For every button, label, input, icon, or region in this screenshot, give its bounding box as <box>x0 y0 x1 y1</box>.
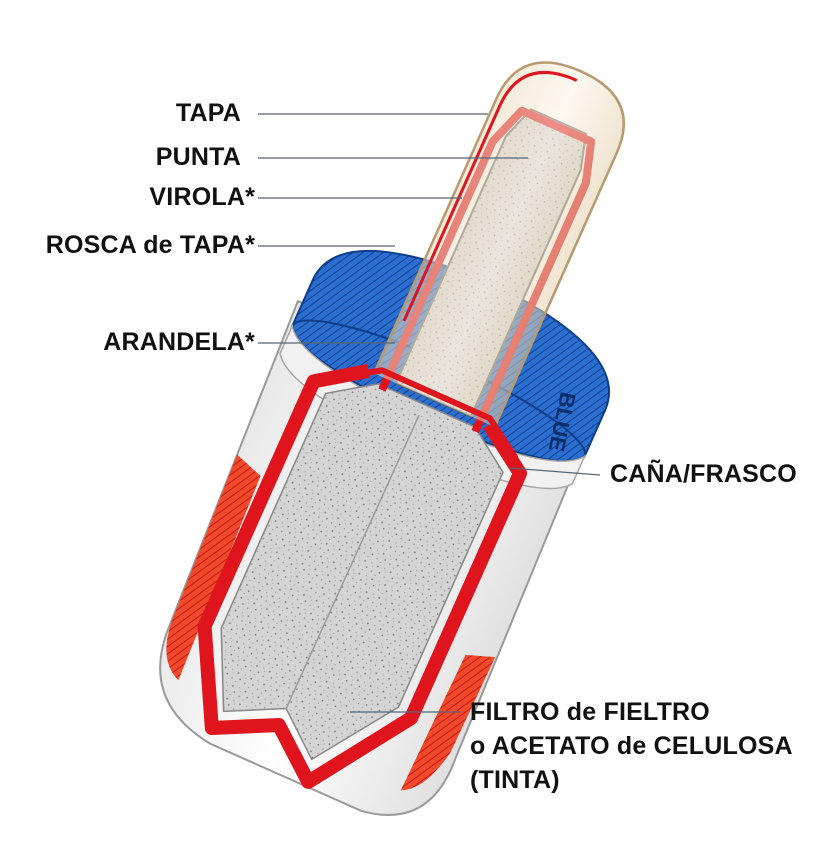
label-arandela: ARANDELA* <box>103 328 255 356</box>
cap-tapa <box>372 61 625 428</box>
label-filtro-line1: FILTRO de FIELTRO <box>470 698 710 726</box>
barrel-label-right <box>400 654 496 791</box>
label-filtro-block: FILTRO de FIELTRO o ACETATO de CELULOSA … <box>470 695 793 797</box>
label-cana-frasco: CAÑA/FRASCO <box>610 460 797 488</box>
leader-cana <box>509 467 601 476</box>
marker-body-group: BLUE <box>159 61 625 816</box>
felt-reservoir <box>220 383 504 761</box>
label-rosca-de-tapa: ROSCA de TAPA* <box>45 231 255 259</box>
barrel-label-left <box>166 454 261 681</box>
inner-red-wall <box>197 364 528 789</box>
label-tapa: TAPA <box>175 99 241 127</box>
label-filtro-line2: o ACETATO de CELULOSA <box>470 732 793 760</box>
label-filtro-line3: (TINTA) <box>470 766 560 794</box>
label-punta: PUNTA <box>155 143 241 171</box>
leader-lines <box>258 113 601 713</box>
washer-arandela <box>334 367 519 460</box>
label-virola: VIROLA* <box>149 183 255 211</box>
